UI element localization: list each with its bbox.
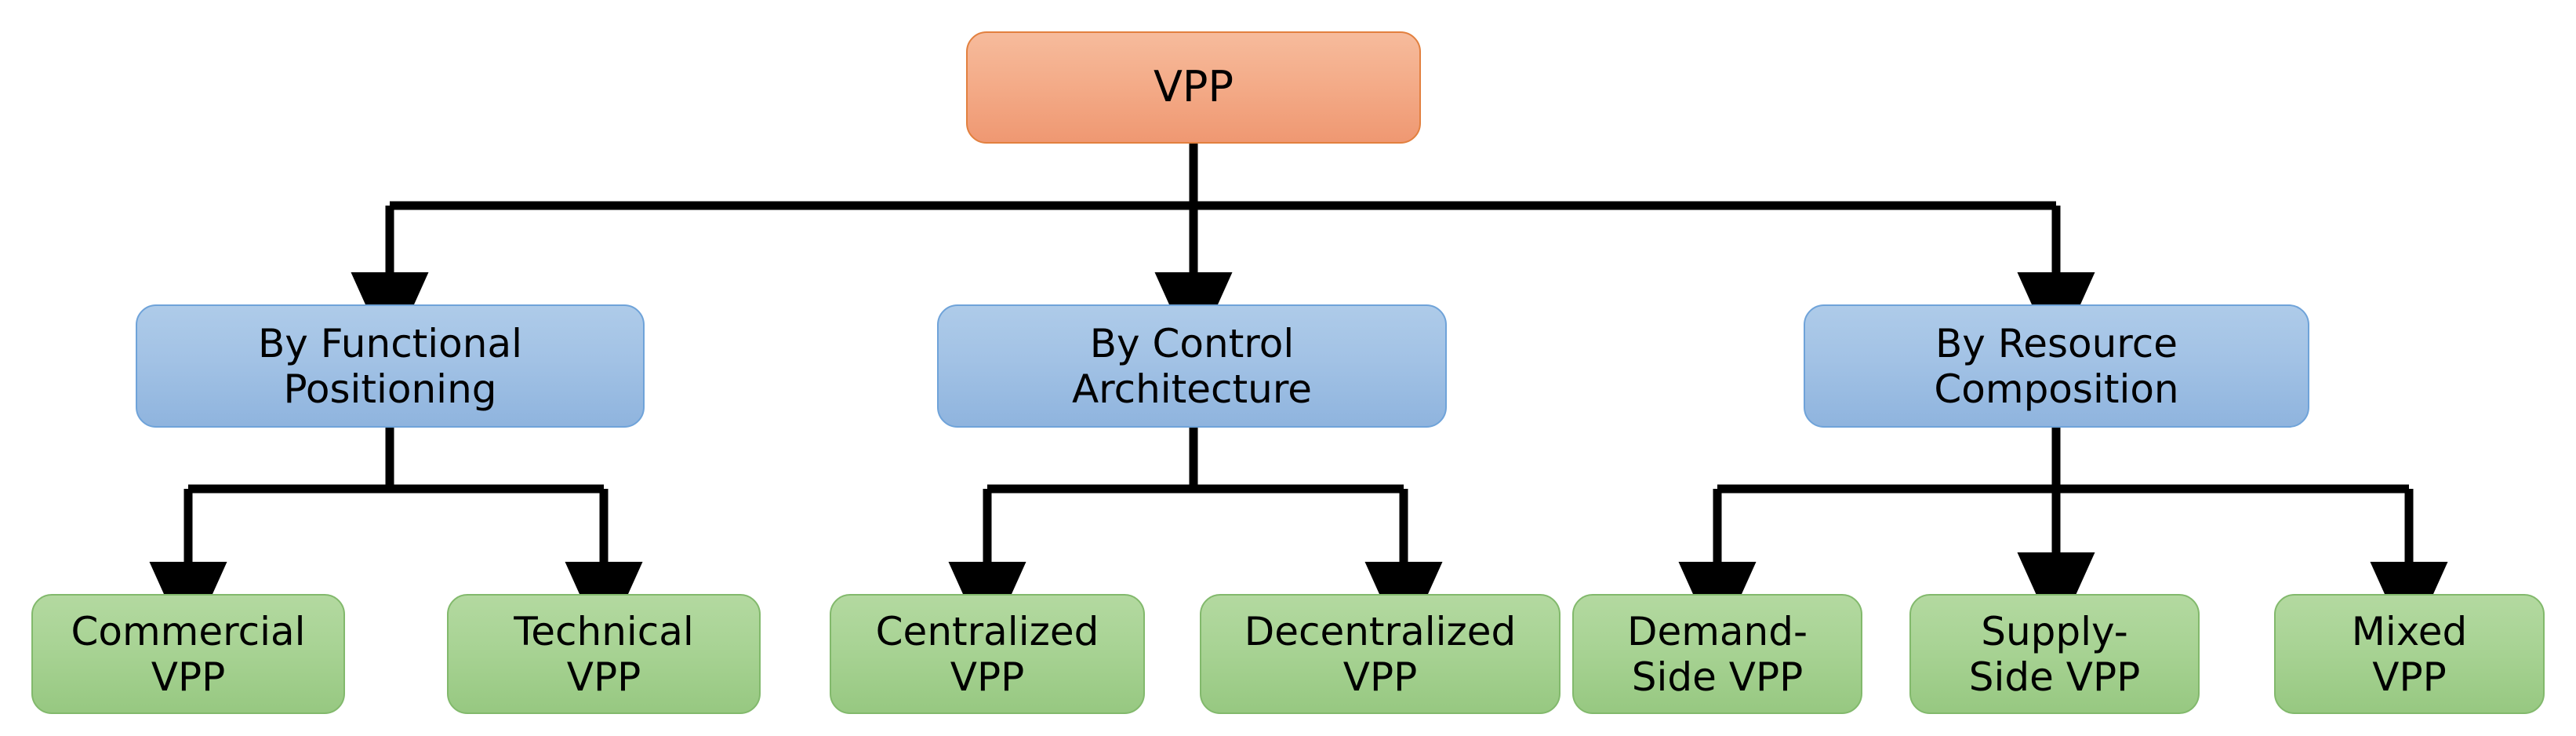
node-demand-side-vpp[interactable]: Demand- Side VPP — [1572, 594, 1862, 714]
node-label: Decentralized VPP — [1244, 608, 1517, 700]
node-label: Technical VPP — [514, 608, 694, 700]
node-label: VPP — [1153, 62, 1234, 112]
node-label: Supply- Side VPP — [1968, 608, 2141, 700]
node-label: By Resource Composition — [1934, 320, 2179, 412]
node-label: By Control Architecture — [1071, 320, 1313, 412]
node-vpp-root[interactable]: VPP — [966, 31, 1421, 144]
node-decentralized-vpp[interactable]: Decentralized VPP — [1200, 594, 1560, 714]
node-label: Centralized VPP — [875, 608, 1099, 700]
node-commercial-vpp[interactable]: Commercial VPP — [31, 594, 345, 714]
node-by-control-architecture[interactable]: By Control Architecture — [937, 304, 1447, 428]
node-centralized-vpp[interactable]: Centralized VPP — [830, 594, 1145, 714]
node-by-resource-composition[interactable]: By Resource Composition — [1804, 304, 2309, 428]
node-label: Commercial VPP — [71, 608, 306, 700]
node-label: By Functional Positioning — [258, 320, 522, 412]
node-supply-side-vpp[interactable]: Supply- Side VPP — [1909, 594, 2200, 714]
node-technical-vpp[interactable]: Technical VPP — [447, 594, 761, 714]
node-mixed-vpp[interactable]: Mixed VPP — [2274, 594, 2545, 714]
node-label: Mixed VPP — [2351, 608, 2468, 700]
node-by-functional-positioning[interactable]: By Functional Positioning — [136, 304, 645, 428]
node-label: Demand- Side VPP — [1626, 608, 1808, 700]
